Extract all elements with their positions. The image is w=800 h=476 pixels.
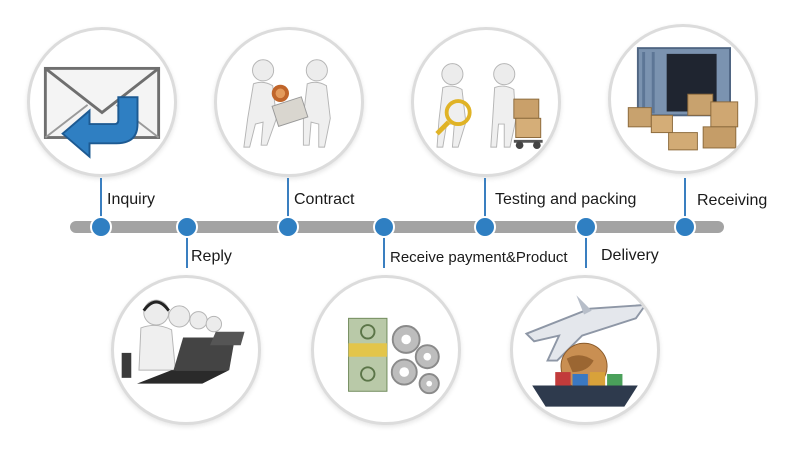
- payment-dot: [373, 216, 395, 238]
- delivery-dot: [575, 216, 597, 238]
- testing-connector: [484, 178, 486, 223]
- contract-dot: [277, 216, 299, 238]
- plane-ship-globe-icon: [524, 295, 648, 407]
- testing-circle: [411, 27, 561, 177]
- receiving-dot: [674, 216, 696, 238]
- receiving-connector: [684, 178, 686, 223]
- testing-dot: [474, 216, 496, 238]
- payment-connector: [383, 231, 385, 268]
- receiving-label: Receiving: [697, 192, 768, 209]
- call-center-icon: [121, 299, 245, 384]
- container-boxes-icon: [627, 47, 739, 151]
- delivery-connector: [585, 231, 587, 268]
- handshake-stamp-icon: [243, 59, 331, 148]
- money-gears-icon: [348, 317, 440, 395]
- testing-label: Testing and packing: [495, 191, 637, 208]
- contract-label: Contract: [294, 191, 355, 208]
- contract-connector: [287, 178, 289, 223]
- inquiry-dot: [90, 216, 112, 238]
- envelope-reply-icon: [43, 66, 161, 159]
- delivery-circle: [510, 275, 660, 425]
- reply-dot: [176, 216, 198, 238]
- reply-connector: [186, 231, 188, 268]
- timeline-bar: [70, 221, 724, 233]
- inquiry-connector: [100, 178, 102, 223]
- payment-label: Receive payment&Product: [390, 249, 568, 266]
- reply-label: Reply: [191, 248, 232, 265]
- receiving-circle: [608, 24, 758, 174]
- delivery-label: Delivery: [601, 247, 659, 264]
- inquiry-label: Inquiry: [107, 191, 156, 208]
- reply-circle: [111, 275, 261, 425]
- payment-circle: [311, 275, 461, 425]
- contract-circle: [214, 27, 364, 177]
- inspection-boxes-icon: [435, 63, 543, 150]
- inquiry-circle: [27, 27, 177, 177]
